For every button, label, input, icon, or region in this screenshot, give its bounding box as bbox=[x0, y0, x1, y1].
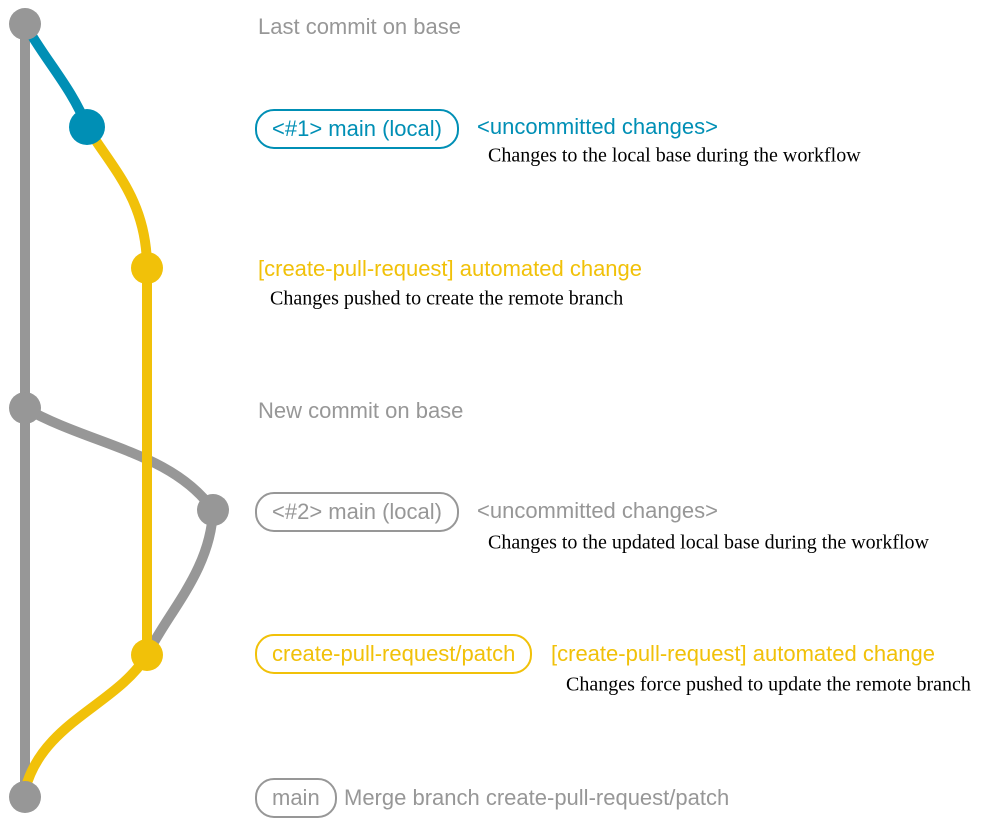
branch-label-main: main bbox=[255, 778, 337, 818]
commit-message-merge: Merge branch create-pull-request/patch bbox=[344, 785, 730, 810]
annotation-remote-2: Changes force pushed to update the remot… bbox=[566, 673, 971, 696]
updated-local-main-in-line bbox=[142, 505, 218, 660]
local-main-branch-line bbox=[20, 19, 92, 132]
branch-label-main-local-1: <#1> main (local) bbox=[255, 109, 459, 149]
commit-remote-2 bbox=[131, 639, 163, 671]
remote-branch-line bbox=[82, 122, 152, 660]
commit-message-local-2: <uncommitted changes> bbox=[477, 498, 718, 523]
updated-local-main-out-line bbox=[20, 403, 218, 515]
commit-message-remote-1: [create-pull-request] automated change bbox=[258, 256, 643, 281]
commit-new-base bbox=[9, 392, 41, 424]
commit-local-2 bbox=[197, 494, 229, 526]
commit-remote-1 bbox=[131, 252, 163, 284]
commit-message-new-base: New commit on base bbox=[258, 398, 464, 423]
commit-local-1 bbox=[69, 109, 105, 145]
commit-message-last-base: Last commit on base bbox=[258, 14, 461, 39]
branch-label-main-local-2: <#2> main (local) bbox=[255, 492, 459, 532]
annotation-local-1: Changes to the local base during the wor… bbox=[488, 144, 861, 167]
annotation-remote-1: Changes pushed to create the remote bran… bbox=[270, 287, 624, 310]
remote-merge-line bbox=[20, 650, 152, 795]
commit-last-base bbox=[9, 8, 41, 40]
commit-message-remote-2: [create-pull-request] automated change bbox=[551, 641, 936, 666]
annotation-local-2: Changes to the updated local base during… bbox=[488, 531, 929, 554]
branch-label-patch: create-pull-request/patch bbox=[255, 634, 533, 674]
commit-merge bbox=[9, 781, 41, 813]
commit-message-local-1: <uncommitted changes> bbox=[477, 114, 718, 139]
